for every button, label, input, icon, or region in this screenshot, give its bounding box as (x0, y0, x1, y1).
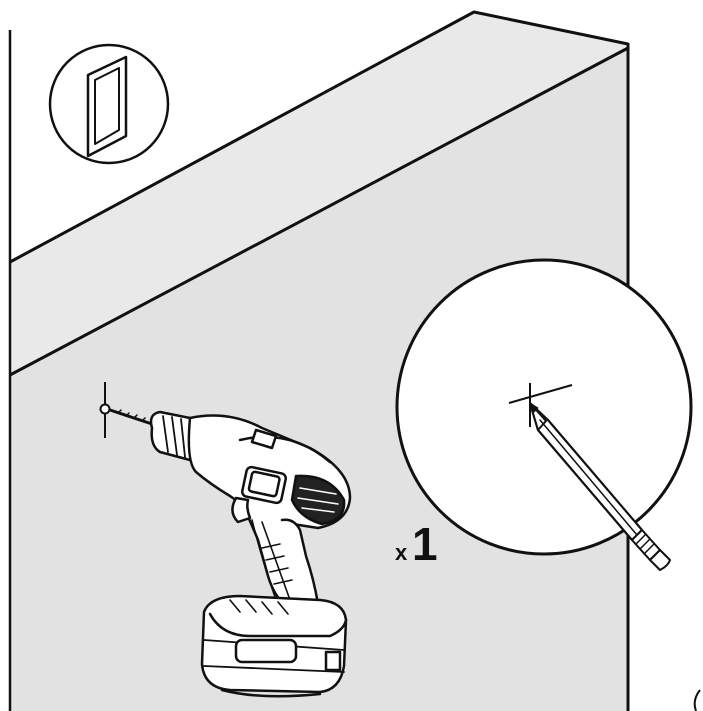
wall-top-face (10, 12, 628, 375)
wall-front-edge (9, 46, 629, 377)
wall (8, 10, 630, 711)
wall-front-face (10, 48, 628, 711)
picture-frame-icon (48, 43, 170, 165)
quantity-count: 1 (412, 518, 438, 570)
corner-mark (693, 689, 701, 711)
wall-mark-crosshair (99, 382, 111, 438)
cordless-drill-icon (108, 408, 352, 698)
zoom-detail-circle (395, 258, 693, 556)
quantity-label: x 1 (395, 518, 438, 570)
pencil-icon (528, 401, 671, 571)
quantity-prefix: x (395, 540, 408, 565)
